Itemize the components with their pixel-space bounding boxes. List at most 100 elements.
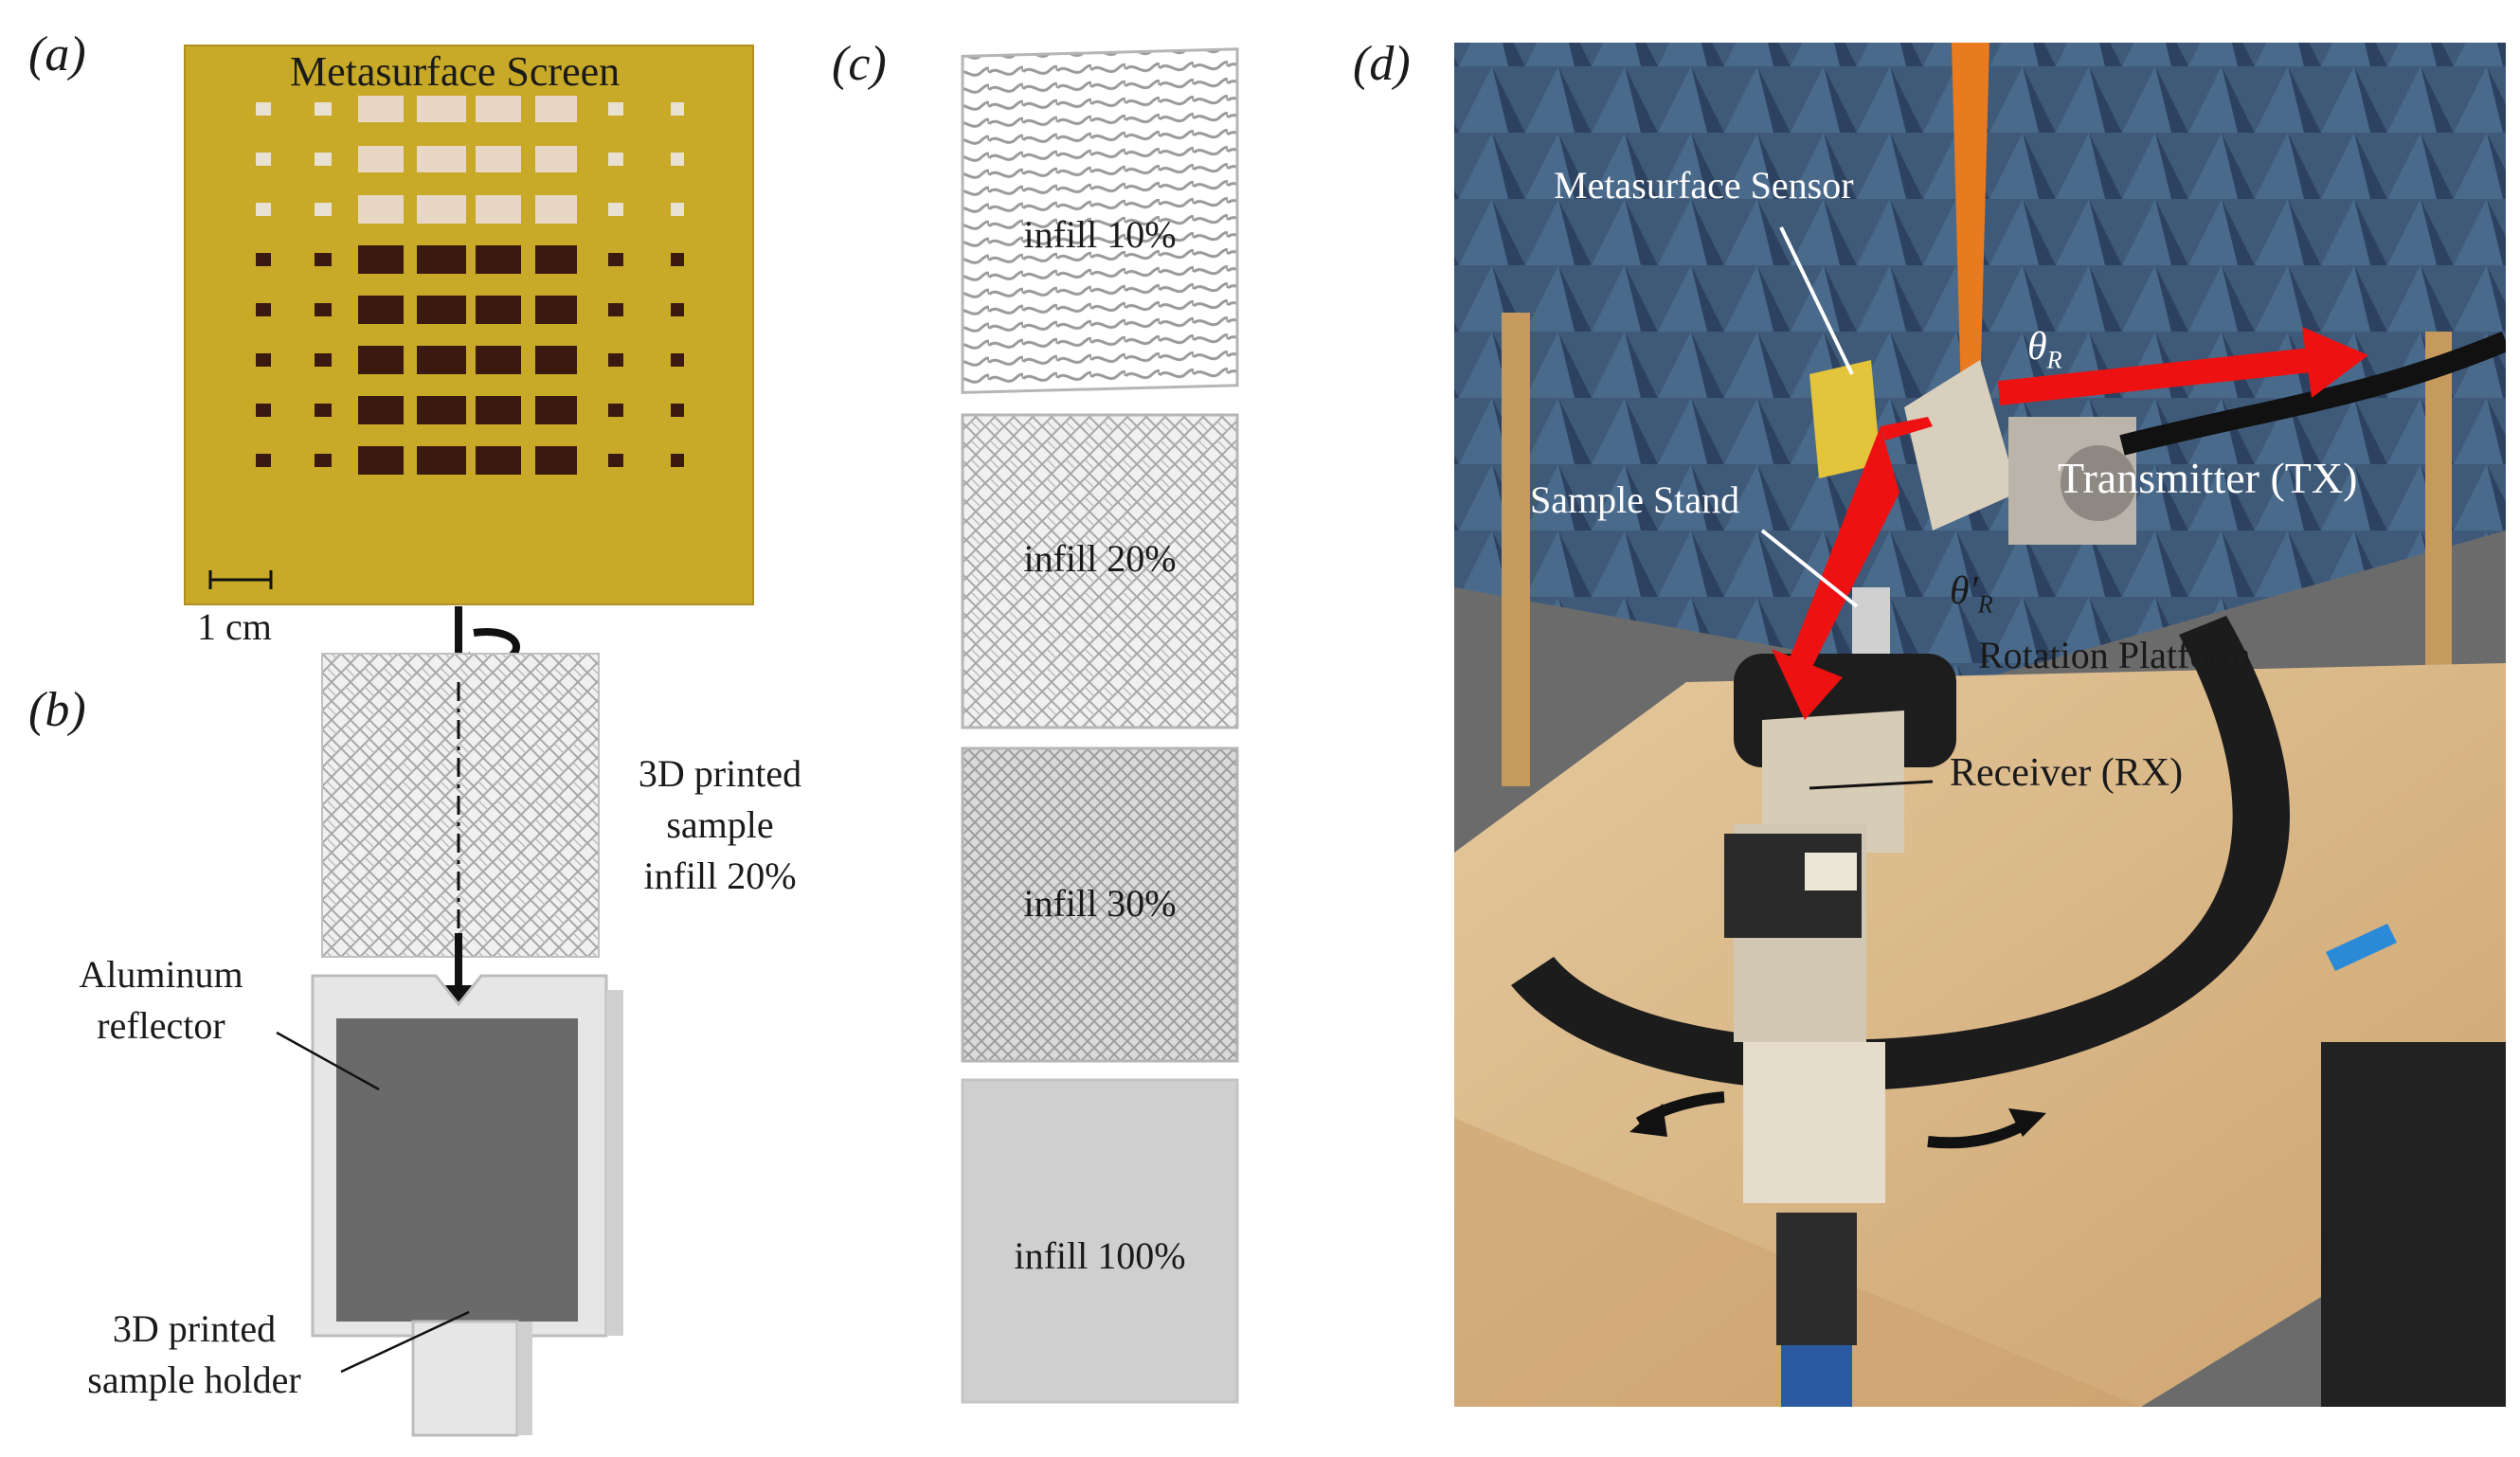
sensor-label: Metasurface Sensor: [1554, 164, 1854, 207]
metasurface-hole: [315, 203, 332, 216]
metasurface-hole: [417, 245, 466, 274]
sample-label-line-1: 3D printed: [638, 752, 802, 795]
metasurface-hole: [608, 303, 623, 316]
reflector-label: Aluminum reflector: [47, 949, 275, 1052]
metasurface-hole: [256, 353, 271, 367]
metasurface-screen-title: Metasurface Screen: [290, 48, 621, 95]
metasurface-hole: [476, 245, 521, 274]
metasurface-hole: [535, 96, 577, 122]
metasurface-hole: [608, 102, 623, 116]
metasurface-hole: [608, 203, 623, 216]
metasurface-hole: [535, 346, 577, 374]
metasurface-hole: [358, 396, 404, 424]
metasurface-hole: [358, 245, 404, 274]
infill-label-20: infill 20%: [1023, 537, 1177, 580]
theta-r-prime-subscript: R: [1977, 590, 1993, 619]
panel-letter-a: (a): [28, 27, 86, 81]
metasurface-hole: [358, 446, 404, 475]
metasurface-hole: [417, 146, 466, 172]
metasurface-hole: [315, 454, 332, 467]
metasurface-hole: [608, 253, 623, 266]
metasurface-hole: [535, 195, 577, 224]
metasurface-hole: [535, 146, 577, 172]
platform-label: Rotation Platform: [1978, 634, 2251, 676]
metasurface-hole: [535, 446, 577, 475]
theta-r-prime-symbol: θ′: [1950, 569, 1978, 613]
metasurface-hole: [417, 195, 466, 224]
metasurface-hole: [256, 303, 271, 316]
metasurface-hole: [671, 303, 684, 316]
metasurface-hole: [476, 346, 521, 374]
metasurface-hole: [476, 296, 521, 324]
metasurface-hole: [608, 404, 623, 417]
metasurface-hole: [256, 404, 271, 417]
reflector-label-line-1: Aluminum: [79, 953, 243, 996]
metasurface-hole: [315, 253, 332, 266]
metasurface-hole: [417, 96, 466, 122]
metasurface-hole: [671, 353, 684, 367]
panel-letter-c: (c): [832, 37, 887, 91]
metasurface-hole: [315, 404, 332, 417]
sample-label: 3D printed sample infill 20%: [606, 748, 834, 902]
transmitter-label: Transmitter (TX): [2058, 454, 2358, 502]
scale-bar-label: 1 cm: [197, 605, 272, 648]
sample-label-line-3: infill 20%: [643, 854, 797, 897]
metasurface-hole: [358, 296, 404, 324]
metasurface-hole: [671, 404, 684, 417]
metasurface-hole: [417, 346, 466, 374]
holder-label: 3D printed sample holder: [57, 1304, 332, 1406]
infill-sample-stack: [961, 47, 1239, 1404]
metasurface-hole: [671, 153, 684, 166]
panel-letter-d: (d): [1353, 37, 1411, 91]
metasurface-hole: [476, 146, 521, 172]
holder-label-line-1: 3D printed: [112, 1307, 277, 1350]
metasurface-hole: [535, 396, 577, 424]
sample-label-line-2: sample: [666, 803, 774, 846]
metasurface-hole: [256, 153, 271, 166]
metasurface-hole: [417, 296, 466, 324]
metasurface-hole: [417, 396, 466, 424]
metasurface-hole: [535, 245, 577, 274]
metasurface-hole: [671, 253, 684, 266]
theta-r-label: θR: [2027, 324, 2062, 374]
metasurface-hole: [358, 146, 404, 172]
infill-label-100: infill 100%: [1014, 1234, 1186, 1277]
metasurface-hole: [608, 353, 623, 367]
metasurface-hole: [256, 253, 271, 266]
metasurface-hole: [608, 153, 623, 166]
infill-label-30: infill 30%: [1023, 882, 1177, 925]
experiment-setup-photo: [1454, 43, 2506, 1407]
metasurface-hole: [256, 203, 271, 216]
metasurface-hole: [476, 446, 521, 475]
theta-r-prime-label: θ′R: [1950, 568, 1993, 619]
metasurface-hole: [608, 454, 623, 467]
metasurface-hole: [671, 203, 684, 216]
metasurface-hole: [315, 303, 332, 316]
panel-letter-b: (b): [28, 683, 86, 737]
metasurface-hole: [476, 195, 521, 224]
metasurface-hole: [417, 446, 466, 475]
metasurface-hole: [476, 96, 521, 122]
receiver-label: Receiver (RX): [1950, 751, 2184, 795]
metasurface-screen-photo: [184, 45, 754, 605]
metasurface-hole: [315, 102, 332, 116]
reflector-label-line-2: reflector: [97, 1004, 225, 1047]
theta-r-symbol: θ: [2027, 325, 2047, 369]
metasurface-hole: [315, 153, 332, 166]
metasurface-hole: [671, 454, 684, 467]
metasurface-hole-array: [256, 96, 684, 475]
metasurface-hole: [476, 396, 521, 424]
metasurface-hole: [358, 195, 404, 224]
metasurface-hole: [671, 102, 684, 116]
theta-r-subscript: R: [2046, 346, 2062, 374]
metasurface-hole: [315, 353, 332, 367]
metasurface-hole: [256, 102, 271, 116]
metasurface-hole: [358, 346, 404, 374]
sample-assembly-illustration: [276, 653, 623, 1437]
infill-label-10: infill 10%: [1023, 213, 1177, 256]
holder-label-line-2: sample holder: [87, 1358, 301, 1401]
stand-label: Sample Stand: [1530, 478, 1740, 521]
metasurface-hole: [358, 96, 404, 122]
metasurface-hole: [256, 454, 271, 467]
